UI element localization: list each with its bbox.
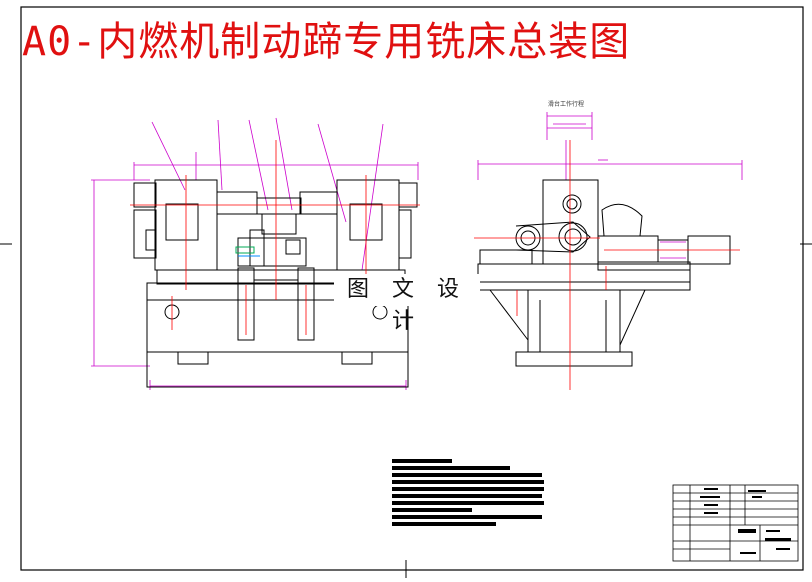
drawing-title: A0-内燃机制动蹄专用铣床总装图 [22, 19, 631, 65]
front-centerlines [130, 140, 420, 335]
right-spindle-head [299, 179, 418, 271]
side-spindle-head [515, 179, 599, 265]
sheet-border [20, 6, 804, 571]
watermark: 图 文 设 计 [334, 274, 480, 334]
clamp-green [235, 246, 255, 254]
side-fixture-detail [660, 241, 686, 259]
side-fixture [597, 203, 731, 265]
side-centerlines [474, 140, 740, 390]
title-block-text [700, 488, 791, 554]
front-view [91, 117, 420, 390]
side-dimensions [477, 112, 743, 180]
center-fixture [237, 197, 307, 267]
side-base [480, 281, 691, 367]
side-view: 滑台工作行程 [474, 100, 743, 390]
technical-notes [392, 459, 544, 526]
front-dimensions [91, 117, 419, 390]
side-view-label: 滑台工作行程 [548, 100, 584, 108]
